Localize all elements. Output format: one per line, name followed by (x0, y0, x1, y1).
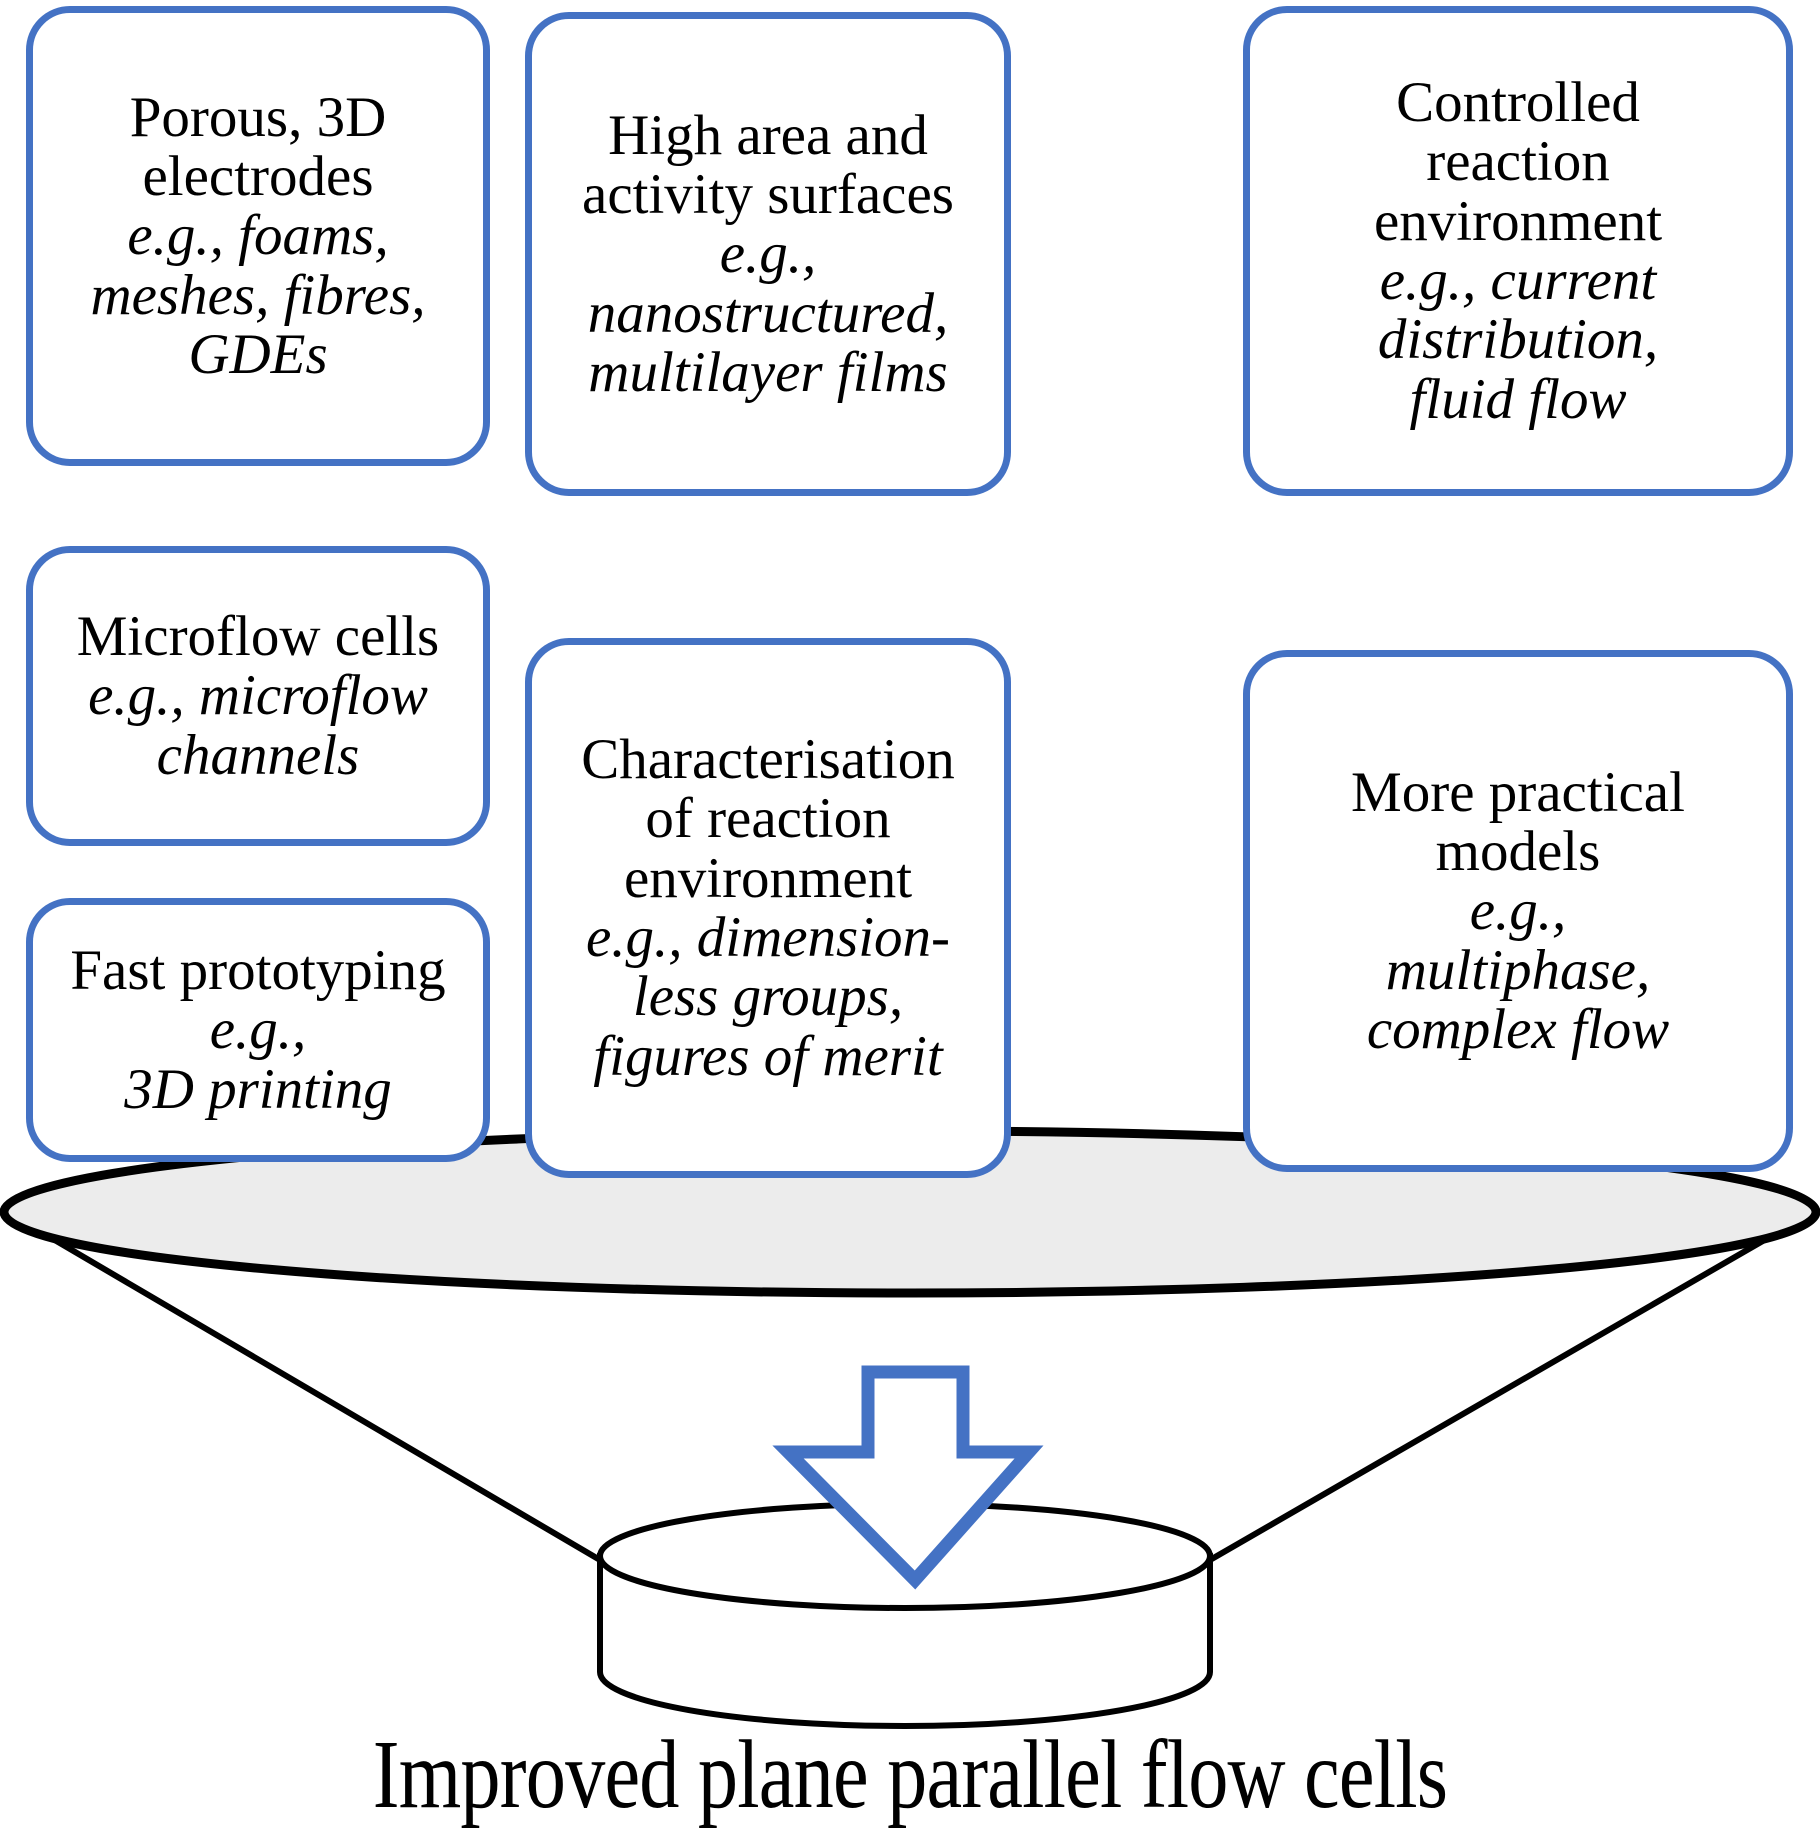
feature-box-heading: High area and activity surfaces (582, 103, 954, 227)
feature-box-heading: Fast prototyping (70, 939, 446, 1003)
feature-box-heading: Characterisation of reaction environment (581, 728, 955, 910)
feature-box-heading: Controlled reaction environment (1373, 71, 1663, 253)
feature-box-example: e.g., multiphase, complex flow (1366, 879, 1670, 1061)
feature-box-microflow-cells[interactable]: Microflow cells e.g., microflow channels (26, 546, 490, 846)
feature-box-heading: Porous, 3D electrodes (129, 85, 387, 209)
diagram-title: Improved plane parallel flow cells (372, 1721, 1448, 1829)
feature-box-example: e.g., nanostructured, multilayer films (587, 222, 949, 404)
feature-box-example: e.g., dimension- less groups, figures of… (585, 906, 951, 1088)
feature-box-controlled-reaction-environment[interactable]: Controlled reaction environment e.g., cu… (1243, 6, 1793, 496)
feature-box-fast-prototyping[interactable]: Fast prototyping e.g., 3D printing (26, 898, 490, 1162)
feature-box-characterisation-of-reaction-environment[interactable]: Characterisation of reaction environment… (525, 638, 1011, 1178)
feature-box-example: e.g., microflow channels (88, 664, 428, 787)
feature-box-example: e.g., 3D printing (124, 998, 392, 1121)
feature-box-heading: Microflow cells (76, 605, 440, 669)
feature-box-example: e.g., foams, meshes, fibres, GDEs (90, 204, 426, 386)
feature-box-example: e.g., current distribution, fluid flow (1377, 249, 1659, 431)
feature-box-heading: More practical models (1351, 760, 1685, 884)
feature-box-more-practical-models[interactable]: More practical models e.g., multiphase, … (1243, 650, 1793, 1172)
feature-box-porous-3d-electrodes[interactable]: Porous, 3D electrodes e.g., foams, meshe… (26, 6, 490, 466)
feature-box-high-area-activity-surfaces[interactable]: High area and activity surfaces e.g., na… (525, 12, 1011, 496)
down-arrow-icon (772, 1365, 1044, 1590)
